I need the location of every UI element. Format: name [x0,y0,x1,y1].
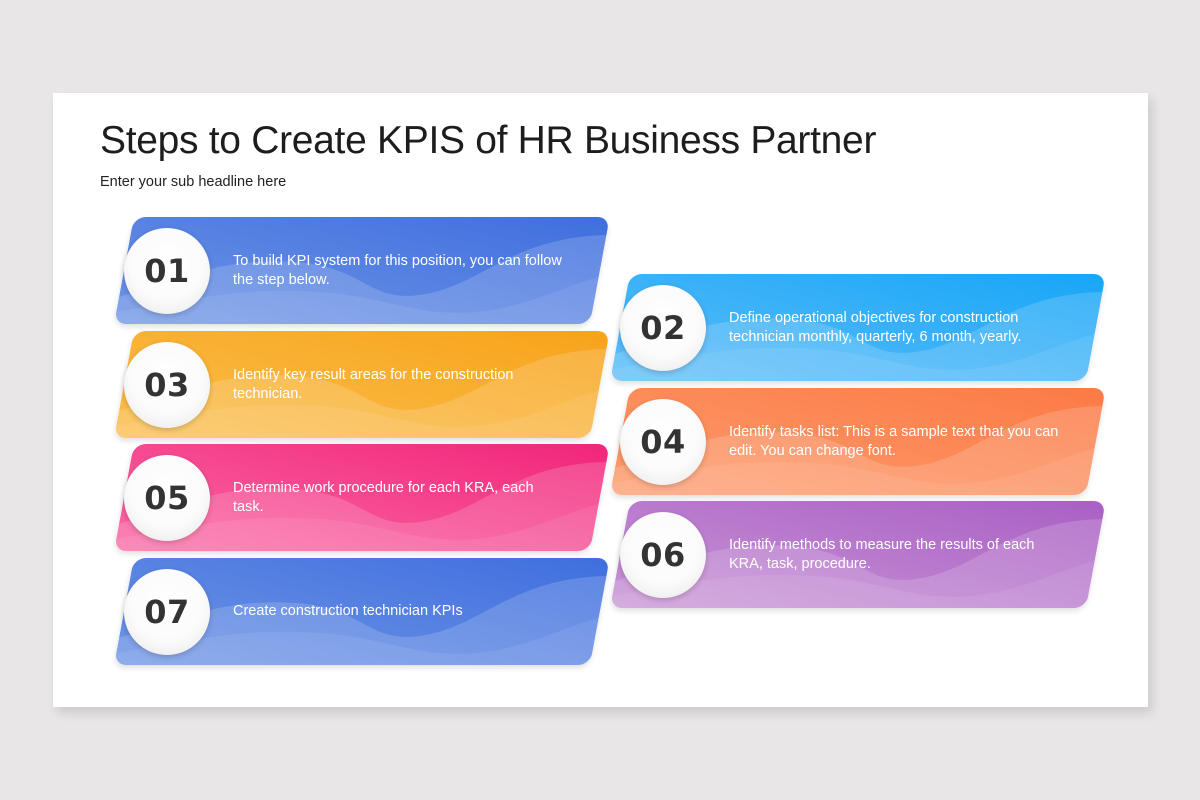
step-card-04: 04 Identify tasks list: This is a sample … [600,388,1106,495]
wave-decoration-icon [610,274,1106,381]
step-description: Identify key result areas for the constr… [233,331,568,438]
step-text: Create construction technician KPIs [233,603,463,620]
wave-decoration-icon [610,388,1106,495]
step-card-06: 06 Identify methods to measure the result… [600,501,1106,608]
step-card-background [114,217,610,324]
step-description: To build KPI system for this position, y… [233,217,568,324]
step-card-background [114,331,610,438]
step-card-background [610,501,1106,608]
step-number-badge: 01 [124,228,210,314]
step-card-background [610,274,1106,381]
step-number-badge: 03 [124,342,210,428]
wave-decoration-icon [114,558,610,665]
wave-decoration-icon [114,331,610,438]
step-text: Determine work procedure for each KRA, e… [233,480,534,515]
step-card-05: 05 Determine work procedure for each KRA,… [104,444,610,551]
step-text: Define operational objectives for constr… [729,310,1022,345]
step-description: Define operational objectives for constr… [729,274,1064,381]
step-description: Identify methods to measure the results … [729,501,1064,608]
step-text: Identify tasks list: This is a sample te… [729,424,1059,459]
slide-title: Steps to Create KPIS of HR Business Part… [100,119,877,162]
step-number-badge: 04 [620,399,706,485]
step-text: Identify key result areas for the constr… [233,367,514,402]
wave-decoration-icon [114,444,610,551]
step-description: Determine work procedure for each KRA, e… [233,444,568,551]
step-card-background [610,388,1106,495]
step-text: To build KPI system for this position, y… [233,253,562,288]
step-number-badge: 06 [620,512,706,598]
step-number-badge: 02 [620,285,706,371]
wave-decoration-icon [114,217,610,324]
step-description: Identify tasks list: This is a sample te… [729,388,1064,495]
step-card-02: 02 Define operational objectives for cons… [600,274,1106,381]
step-card-background [114,444,610,551]
step-description: Create construction technician KPIs [233,558,568,665]
step-number-badge: 07 [124,569,210,655]
step-card-01: 01 To build KPI system for this position,… [104,217,610,324]
step-card-03: 03 Identify key result areas for the cons… [104,331,610,438]
slide-subtitle: Enter your sub headline here [100,174,287,190]
step-number-badge: 05 [124,455,210,541]
slide: Steps to Create KPIS of HR Business Part… [53,93,1148,707]
wave-decoration-icon [610,501,1106,608]
step-card-background [114,558,610,665]
step-card-07: 07 Create construction technician KPIs [104,558,610,665]
step-text: Identify methods to measure the results … [729,537,1035,572]
